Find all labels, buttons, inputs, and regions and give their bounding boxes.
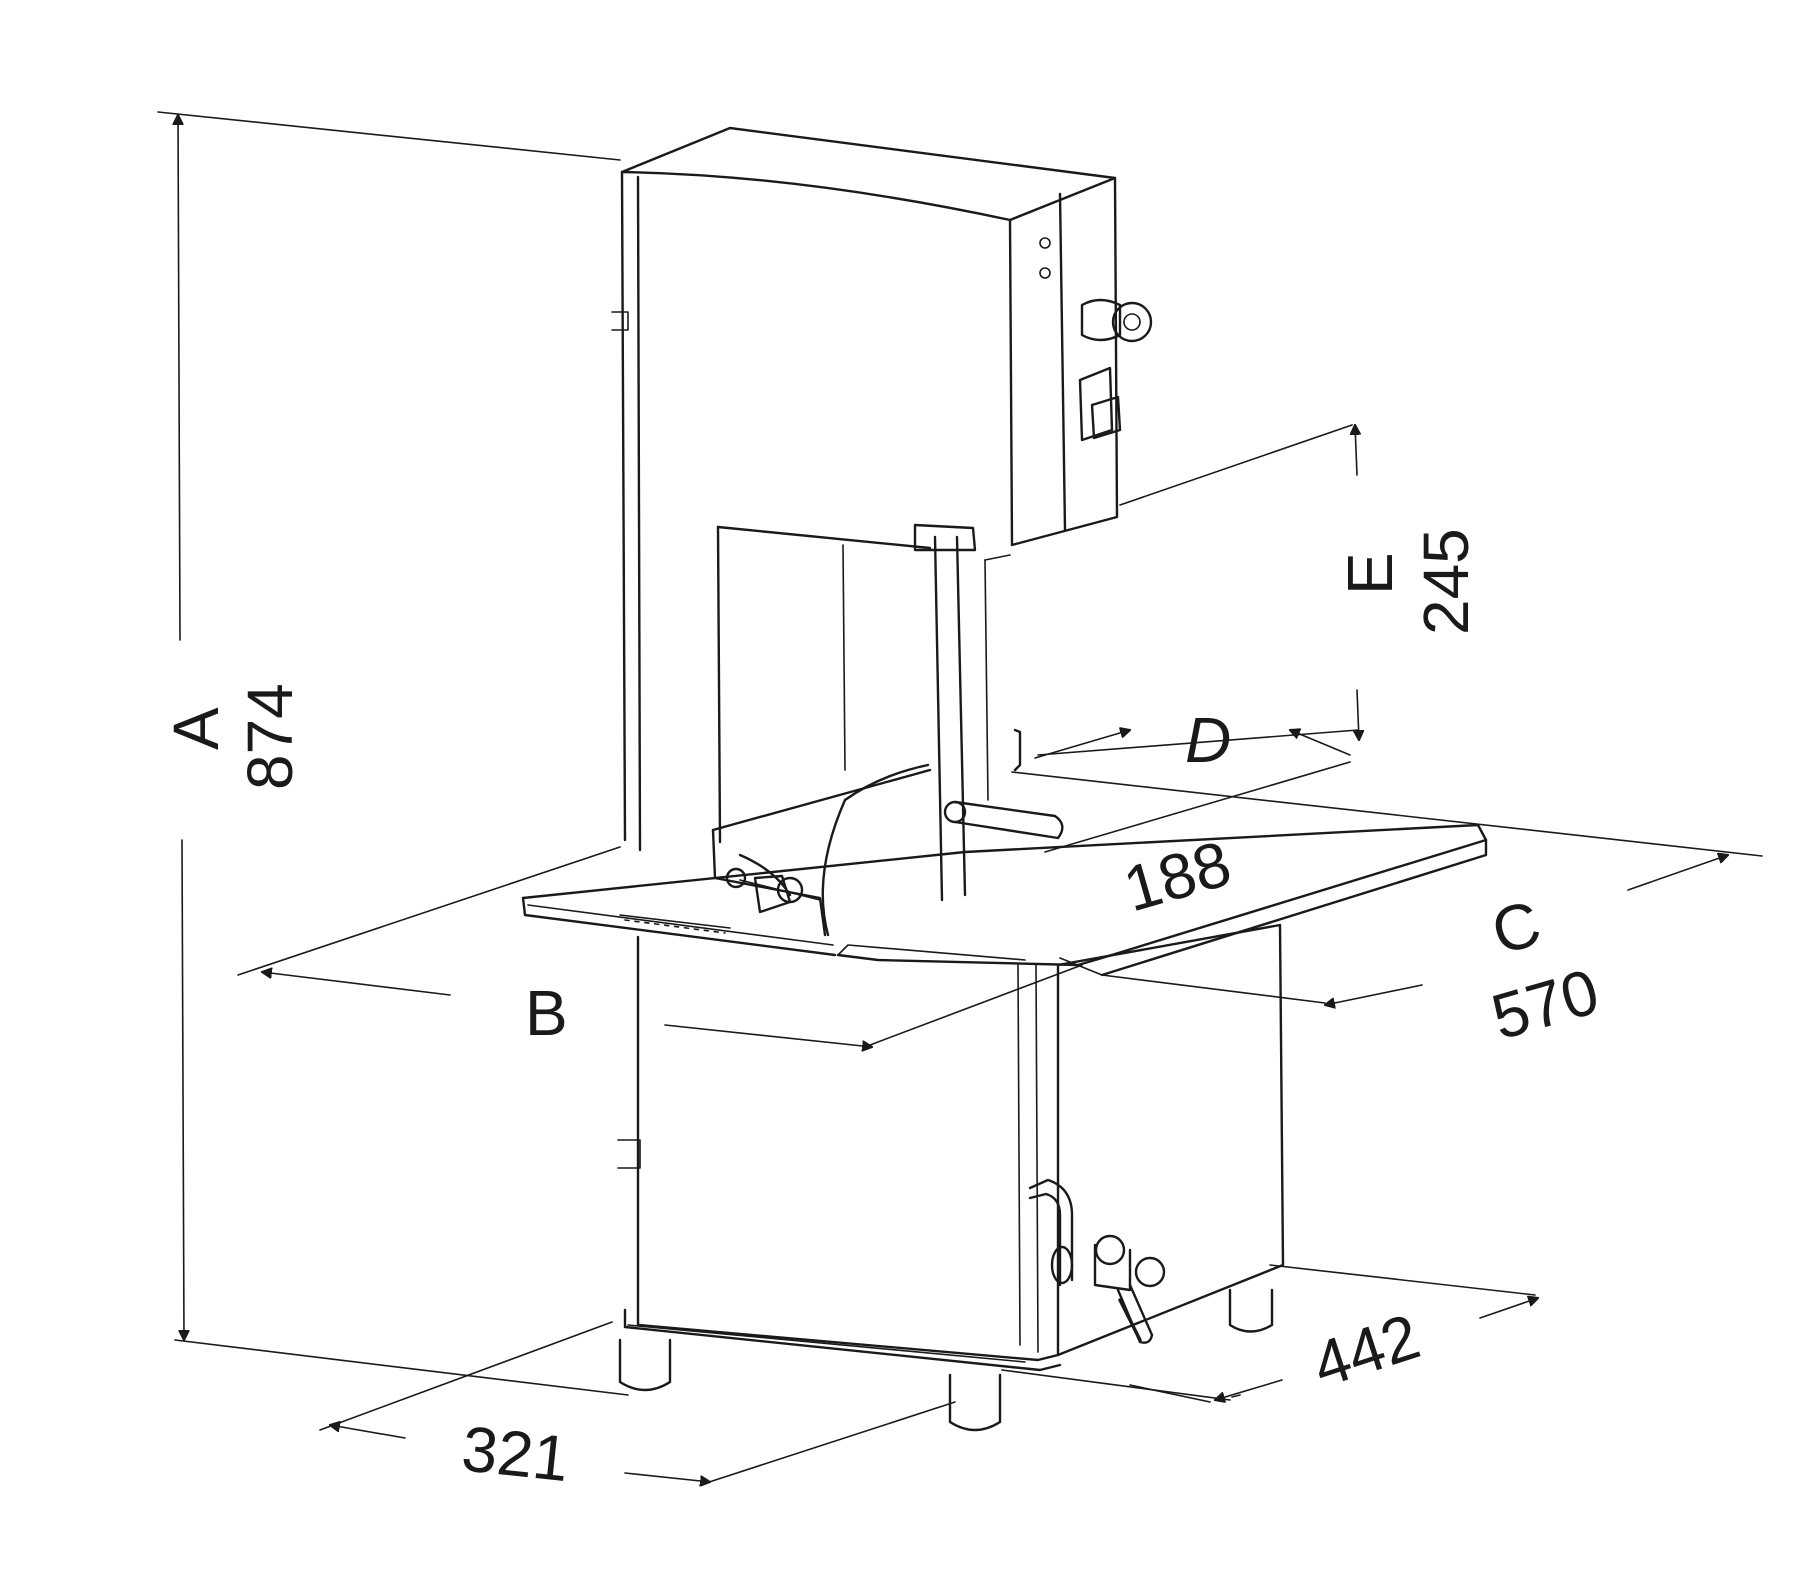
control-panel: [1078, 298, 1153, 442]
work-table: [521, 823, 1488, 977]
machine-feet: [618, 1288, 1274, 1432]
dim-c-letter: C: [1484, 887, 1548, 969]
drain-tap: [1028, 1178, 1166, 1344]
adjust-rod: [943, 800, 1064, 840]
dim-b-letter: B: [525, 977, 568, 1049]
band-saw-machine: [521, 126, 1488, 1432]
dim-e-value: 245: [1410, 528, 1482, 635]
dim-d-letter: D: [1185, 704, 1231, 776]
lower-cabinet: [623, 923, 1285, 1372]
blade-guard: [716, 523, 1022, 902]
push-fence: [711, 763, 932, 937]
dim-base-depth-value: 321: [459, 1412, 573, 1495]
dim-a-letter: A: [160, 707, 232, 750]
dim-e-letter: E: [1334, 552, 1406, 595]
dimension-lines: [157, 111, 1763, 1485]
dim-c-value: 570: [1484, 955, 1606, 1054]
dim-a-value: 874: [234, 683, 306, 790]
dim-base-width-value: 442: [1304, 1300, 1428, 1401]
dimension-labels: A 874 E 245 D 188 B C 570 321 442: [160, 528, 1607, 1495]
dim-d-value: 188: [1116, 827, 1238, 926]
upper-column: [611, 126, 1119, 1169]
